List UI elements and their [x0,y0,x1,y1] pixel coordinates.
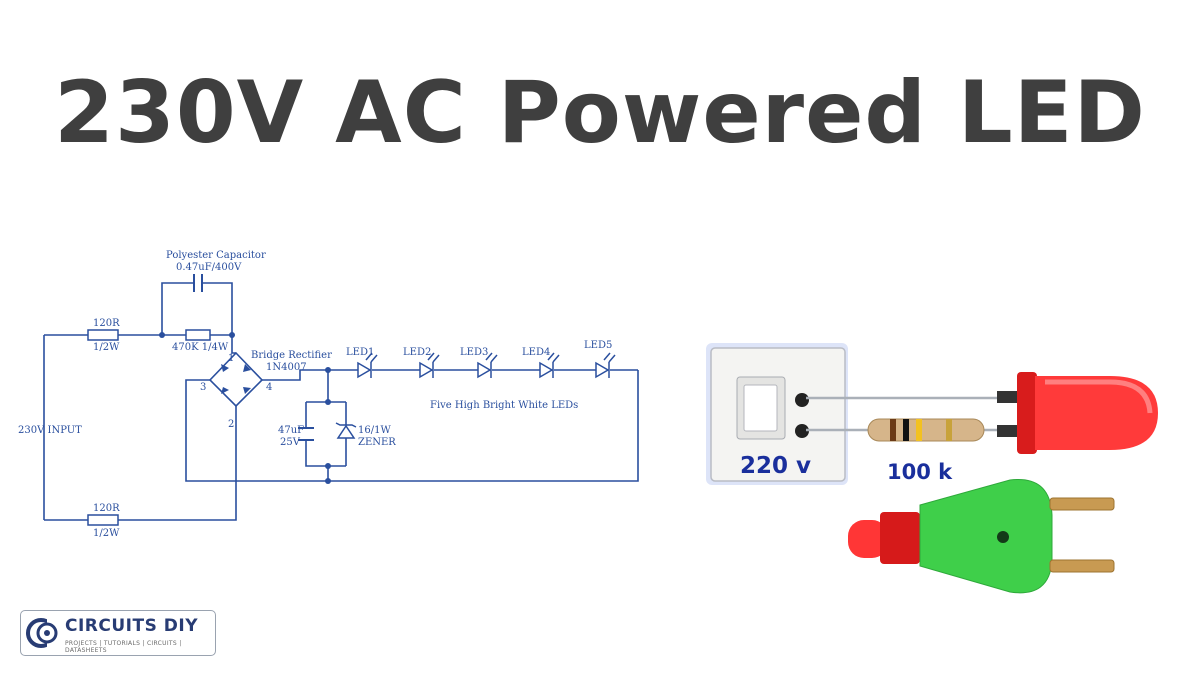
polyester-capacitor [193,274,203,292]
schematic-wires [43,282,639,521]
r1-value: 120R [93,318,120,329]
led-label-3: LED3 [460,347,488,358]
led-1 [357,352,378,379]
r2-value: 120R [93,503,120,514]
led-2 [419,352,440,379]
r-parallel-label: 470K 1/4W [172,342,229,353]
cap2-label-2: 25V [280,437,301,448]
bridge-label-2: 1N4007 [266,362,307,373]
bridge-pin-1: 1 [228,353,234,364]
plug-illustration [848,478,1115,594]
r1-power: 1/2W [93,342,120,353]
logo-tagline: PROJECTS | TUTORIALS | CIRCUITS | DATASH… [65,640,182,654]
led-4 [539,352,560,379]
led-label-2: LED2 [403,347,431,358]
logo-mark-icon [26,618,61,648]
resistor-r2 [87,514,119,526]
bridge-pin-4: 4 [266,382,272,393]
page-title: 230V AC Powered LED [54,63,1146,163]
wall-socket [706,343,848,485]
bridge-label-1: Bridge Rectifier [251,350,332,361]
led-symbols [357,352,616,379]
zener-label-1: 16/1W [358,425,391,436]
led-label-1: LED1 [346,347,374,358]
junction-dots [159,332,331,484]
led-caption: Five High Bright White LEDs [430,400,578,411]
led-illustration [997,372,1158,454]
electrolytic-capacitor [298,427,314,441]
zener-label-2: ZENER [358,437,396,448]
logo-name: CIRCUITS DIY [65,616,199,636]
cap-label-1: Polyester Capacitor [166,250,266,261]
resistor-100k [867,418,985,442]
led-3 [477,352,498,379]
led-label-4: LED4 [522,347,550,358]
input-label: 230V INPUT [18,425,82,436]
r2-power: 1/2W [93,528,120,539]
resistor-r1 [87,329,119,341]
led-label-5: LED5 [584,340,612,351]
cap-label-2: 0.47uF/400V [176,262,242,273]
bridge-pin-2: 2 [228,419,234,430]
resistor-label: 100 k [887,460,953,484]
bridge-diodes [221,364,251,394]
cap2-label-1: 47uF [278,425,304,436]
led-5 [595,352,616,379]
zener-diode [335,422,357,439]
voltage-label: 220 v [740,453,811,479]
circuits-diy-logo: CIRCUITS DIY PROJECTS | TUTORIALS | CIRC… [20,610,216,656]
bridge-pin-3: 3 [200,382,206,393]
resistor-470k [185,329,211,341]
